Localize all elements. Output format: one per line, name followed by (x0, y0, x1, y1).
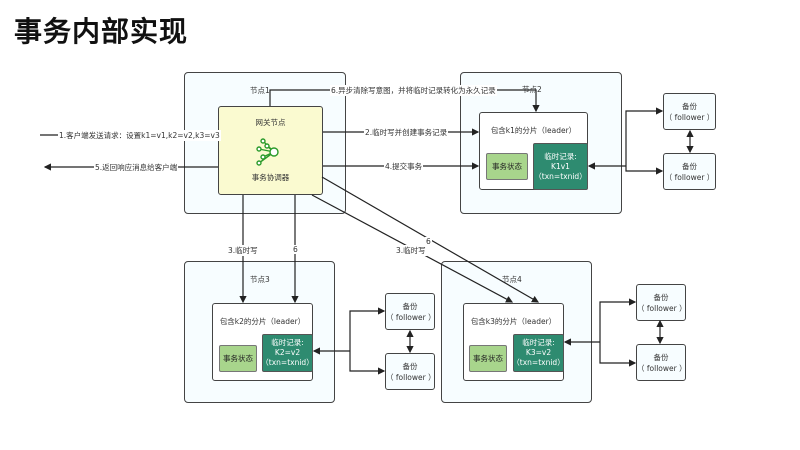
follower-title: 备份 (682, 101, 697, 111)
node-1-label: 节点1 (250, 86, 270, 95)
coordinator-icon (256, 138, 279, 166)
txn-status: 事务状态 (486, 153, 528, 180)
node-4-label: 节点4 (502, 275, 522, 284)
gateway-node: 网关节点 事务协调器 (218, 106, 323, 195)
follower-role: （ follower ） (386, 312, 436, 322)
leader-label: 包含k1的分片（leader） (490, 126, 577, 135)
replication-edge (625, 107, 664, 175)
temp-title: 临时记录: (522, 338, 555, 347)
edge-4-label: 4.提交事务 (384, 161, 424, 172)
edge-6a-label: 6 (292, 245, 299, 254)
edge-3a-label: 3.临时写 (227, 245, 259, 256)
coordinator-label: 事务协调器 (251, 173, 290, 182)
page-title: 事务内部实现 (14, 15, 189, 48)
follower: 备份（ follower ） (663, 93, 716, 130)
temp-txn: （txn=txnid） (534, 171, 587, 181)
temp-kv: K3=v2 (525, 348, 552, 357)
temp-title: 临时记录: (544, 151, 577, 161)
follower-title: 备份 (653, 352, 669, 362)
temp-txn: （txn=txnid） (512, 358, 565, 367)
gateway-label: 网关节点 (255, 118, 286, 127)
follower-title: 备份 (682, 161, 697, 171)
follower: 备份（ follower ） (385, 293, 436, 330)
temp-record: 临时记录:K3=v2（txn=txnid） (512, 334, 565, 372)
follower: 备份（ follower ） (636, 344, 687, 381)
follower: 备份（ follower ） (636, 284, 687, 321)
replication-edge (349, 307, 386, 375)
edge-6-label: 6.异步清除写意图，并将临时记录转化为永久记录 (330, 85, 497, 96)
edge-3b-label: 3.临时写 (395, 245, 427, 256)
follower-title: 备份 (653, 292, 669, 302)
temp-title: 临时记录: (271, 338, 304, 347)
edge-5-label: 5.返回响应消息给客户端 (94, 162, 179, 173)
temp-kv: K1v1 (551, 161, 570, 171)
follower-role: （ follower ） (637, 303, 687, 313)
follower-role: （ follower ） (664, 112, 715, 122)
follower-role: （ follower ） (637, 363, 687, 373)
temp-kv: K2=v2 (274, 348, 301, 357)
follower: 备份（ follower ） (385, 353, 436, 390)
leader-label: 包含k2的分片（leader） (219, 317, 306, 326)
follower: 备份（ follower ） (663, 153, 716, 190)
replication-edge (599, 298, 637, 367)
temp-record: 临时记录:K2=v2（txn=txnid） (261, 334, 314, 372)
node-3-label: 节点3 (250, 275, 270, 284)
follower-role: （ follower ） (664, 172, 715, 182)
temp-txn: （txn=txnid） (261, 358, 314, 367)
edge-6b-label: 6 (425, 237, 432, 246)
edge-2-label: 2.临时写并创建事务记录 (364, 127, 449, 138)
edge-1-label: 1.客户端发送请求：设置k1=v1,k2=v2,k3=v3 (58, 130, 221, 141)
follower-title: 备份 (402, 301, 418, 311)
txn-status: 事务状态 (219, 345, 257, 372)
leader-label: 包含k3的分片（leader） (470, 317, 557, 326)
temp-record: 临时记录:K1v1（txn=txnid） (533, 143, 588, 190)
follower-title: 备份 (402, 361, 418, 371)
follower-role: （ follower ） (386, 372, 436, 382)
txn-status: 事务状态 (469, 345, 507, 372)
